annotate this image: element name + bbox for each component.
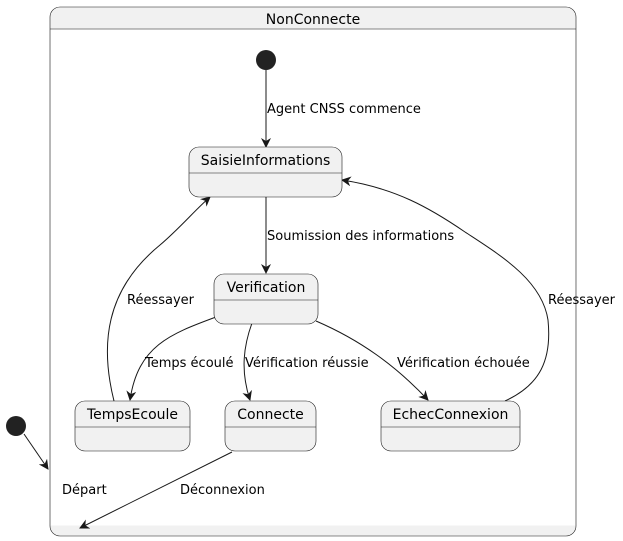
label-reessayer-temps: Réessayer bbox=[127, 293, 195, 308]
label-deconnexion: Déconnexion bbox=[180, 483, 265, 498]
label-reessayer-echec: Réessayer bbox=[548, 293, 616, 308]
inner-initial-state bbox=[256, 50, 276, 70]
label-soumission: Soumission des informations bbox=[267, 229, 454, 244]
state-verification: Verification bbox=[213, 273, 319, 325]
state-label-verification: Verification bbox=[227, 280, 306, 296]
composite-state-nonconnecte: NonConnecte bbox=[49, 6, 577, 537]
edge-temps-retry bbox=[106, 196, 211, 402]
edge-verification-to-echec bbox=[315, 320, 429, 401]
label-depart: Départ bbox=[62, 483, 107, 498]
state-echec-connexion: EchecConnexion bbox=[380, 400, 521, 452]
label-temps-ecoule: Temps écoulé bbox=[144, 356, 234, 371]
state-label-connecte: Connecte bbox=[237, 407, 304, 423]
state-saisie-informations: SaisieInformations bbox=[188, 146, 343, 198]
composite-state-title: NonConnecte bbox=[266, 12, 360, 28]
state-temps-ecoule: TempsEcoule bbox=[74, 400, 191, 452]
edge-connecte-to-exit bbox=[79, 451, 233, 529]
edge-echec-retry bbox=[341, 176, 550, 402]
label-verification-echouee: Vérification échouée bbox=[397, 356, 530, 371]
state-connecte: Connecte bbox=[224, 400, 317, 452]
label-agent-commence: Agent CNSS commence bbox=[267, 102, 421, 117]
edge-outer-start bbox=[23, 433, 49, 470]
outer-initial-state bbox=[6, 416, 26, 436]
state-label-temps: TempsEcoule bbox=[86, 407, 178, 423]
label-verification-reussie: Vérification réussie bbox=[245, 356, 369, 371]
edge-verification-to-connecte bbox=[242, 322, 253, 401]
edge-verification-to-temps bbox=[126, 316, 217, 401]
state-label-echec: EchecConnexion bbox=[393, 407, 509, 423]
state-label-saisie: SaisieInformations bbox=[201, 153, 331, 169]
